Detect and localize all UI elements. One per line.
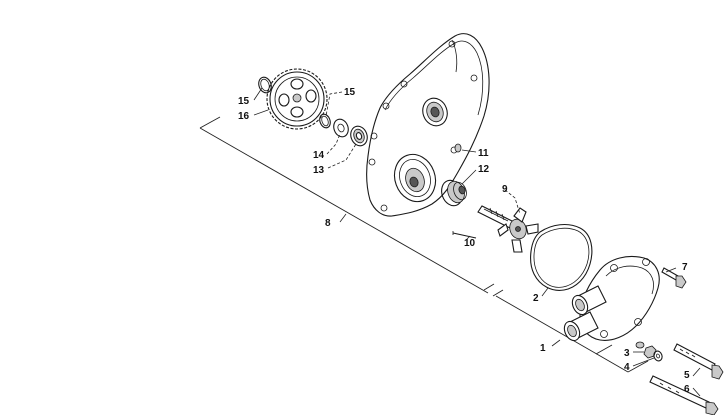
pin-part-10 <box>452 231 477 239</box>
callout-10: 10 <box>464 238 476 249</box>
callout-15-lower: 15 <box>344 87 356 98</box>
dowel-part-11 <box>454 143 462 153</box>
assembly-bracket-8 <box>199 116 504 297</box>
callout-5: 5 <box>684 370 690 381</box>
bearing-part-13 <box>350 125 368 147</box>
bolt-part-6 <box>649 375 719 415</box>
bolt-part-5 <box>673 343 724 380</box>
assembly-bracket-1 <box>495 295 649 373</box>
pump-cover-housing <box>366 33 490 217</box>
bolt-part-7 <box>661 267 687 289</box>
leader-lines <box>253 87 701 397</box>
callout-9: 9 <box>502 184 508 195</box>
callout-16: 16 <box>238 111 250 122</box>
callout-4: 4 <box>624 362 630 373</box>
impeller-shaft-part-9 <box>477 205 539 253</box>
gear-part-16 <box>266 68 328 130</box>
callout-14: 14 <box>313 150 325 161</box>
callout-15-upper: 15 <box>238 96 250 107</box>
gasket-part-2 <box>530 223 593 291</box>
circlip-part-15-upper <box>258 76 272 94</box>
callout-1: 1 <box>540 343 546 354</box>
seal-part-12 <box>441 179 467 207</box>
callout-8: 8 <box>325 218 331 229</box>
washer-part-4 <box>653 350 663 362</box>
clip-part-15-lower <box>319 113 331 129</box>
callout-11: 11 <box>478 148 489 159</box>
callout-12: 12 <box>478 164 490 175</box>
callout-13: 13 <box>313 165 325 176</box>
callout-3: 3 <box>624 348 630 359</box>
callout-6: 6 <box>684 384 690 395</box>
callout-labels: 15 16 15 14 13 11 12 9 10 8 2 1 7 3 4 5 … <box>238 87 690 395</box>
pump-housing-part-1 <box>563 255 660 349</box>
washer-part-14 <box>333 118 349 138</box>
callout-7: 7 <box>682 262 688 273</box>
callout-2: 2 <box>533 293 539 304</box>
